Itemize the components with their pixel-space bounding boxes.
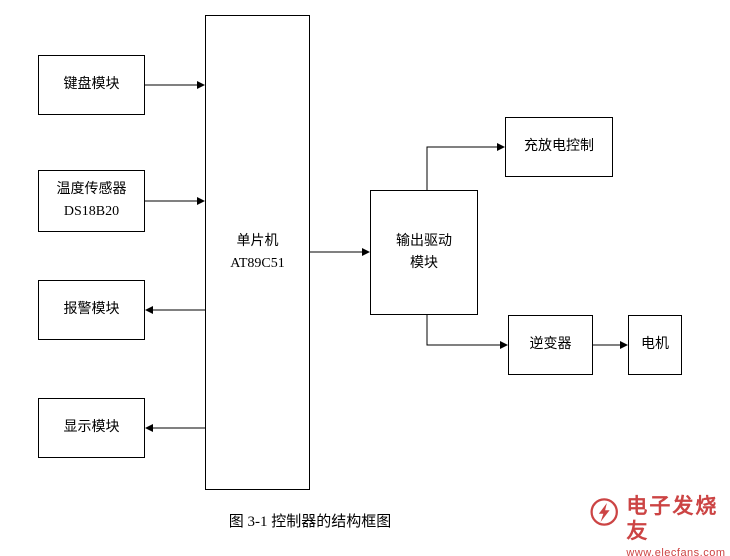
block-motor: 电机 (628, 315, 682, 375)
block-label: 键盘模块 (63, 77, 120, 93)
block-mcu: 单片机 AT89C51 (205, 15, 310, 490)
block-label: 显示模块 (63, 420, 120, 436)
block-temperature-sensor: 温度传感器 DS18B20 (38, 170, 145, 232)
block-label-line1: 输出驱动 (396, 233, 452, 249)
block-label: 报警模块 (63, 302, 120, 318)
watermark-text: 电子发烧友 www.elecfans.com (626, 494, 730, 556)
block-output-drive-module: 输出驱动 模块 (370, 190, 478, 315)
block-label-line2: AT89C51 (230, 255, 285, 271)
elecfans-logo-icon (590, 498, 618, 526)
block-display-module: 显示模块 (38, 398, 145, 458)
arrow-output-drive-to-charge-control (426, 143, 505, 190)
arrow-mcu-to-display (145, 424, 205, 432)
block-label: 电机 (641, 337, 669, 353)
arrow-mcu-to-output-drive (310, 248, 370, 256)
block-label: 充放电控制 (524, 139, 594, 155)
block-inverter: 逆变器 (508, 315, 593, 375)
watermark: 电子发烧友 www.elecfans.com (588, 494, 730, 556)
block-alarm-module: 报警模块 (38, 280, 145, 340)
arrow-temp-sensor-to-mcu (145, 197, 205, 205)
block-label: 逆变器 (529, 337, 572, 353)
figure-caption: 图 3-1 控制器的结构框图 (228, 514, 392, 530)
block-label-line2: 模块 (410, 255, 438, 271)
arrow-output-drive-to-inverter (426, 315, 508, 349)
block-label-line1: 单片机 (236, 233, 279, 249)
block-label-line2: DS18B20 (63, 204, 120, 219)
arrow-keyboard-to-mcu (145, 81, 205, 89)
watermark-url: www.elecfans.com (626, 547, 726, 556)
block-keyboard-module: 键盘模块 (38, 55, 145, 115)
block-charge-discharge-control: 充放电控制 (505, 117, 613, 177)
arrow-inverter-to-motor (593, 341, 628, 349)
watermark-brand: 电子发烧友 (626, 495, 719, 544)
arrow-mcu-to-alarm (145, 306, 205, 314)
block-label-line1: 温度传感器 (56, 182, 127, 198)
